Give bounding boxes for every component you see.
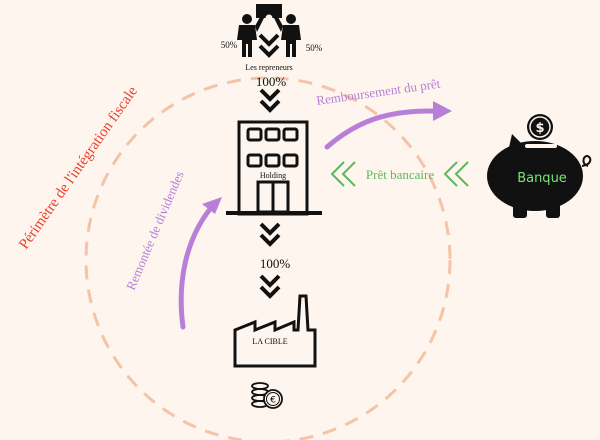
factory-icon <box>233 294 317 368</box>
target-label: LA CIBLE <box>252 337 287 346</box>
founder-share-right: 50% <box>306 43 323 53</box>
svg-text:€: € <box>270 396 276 406</box>
ownership-holding-target: 100% <box>260 256 291 271</box>
loan-chevrons-left <box>330 161 356 187</box>
chevron-down-icon <box>259 99 281 112</box>
tax-perimeter-label: Périmètre de l'intégration fiscale <box>16 83 141 252</box>
holding-label: Holding <box>260 171 286 180</box>
chevron-down-icon <box>259 88 281 101</box>
svg-text:$: $ <box>535 121 544 136</box>
repayment-label: Remboursement du prêt <box>315 76 441 108</box>
tax-perimeter-circle <box>84 76 452 440</box>
repayment-arrow <box>324 108 438 150</box>
chevron-down-icon <box>258 33 280 46</box>
chevron-down-icon <box>259 222 281 235</box>
repayment-arrowhead <box>433 101 452 121</box>
chevron-down-icon <box>259 233 281 246</box>
dividends-label: Remontée de dividendes <box>123 169 187 293</box>
chevron-down-icon <box>259 274 281 287</box>
chevron-down-icon <box>259 285 281 298</box>
founder-share-left: 50% <box>221 40 238 50</box>
euro-coins-icon: € <box>251 382 283 409</box>
bank-label: Banque <box>517 171 567 186</box>
loan-label: Prêt bancaire <box>366 167 434 182</box>
office-building-icon <box>226 120 322 216</box>
founders-label: Les repreneurs <box>245 63 292 72</box>
dividends-arrowhead <box>202 197 222 214</box>
piggy-bank-icon: $ <box>487 114 592 218</box>
ownership-founders-holding: 100% <box>256 74 287 89</box>
chevron-down-icon <box>258 44 280 57</box>
handshake-people-icon <box>237 4 301 57</box>
loan-chevrons-right <box>443 161 469 187</box>
dividends-arrow <box>178 206 213 330</box>
